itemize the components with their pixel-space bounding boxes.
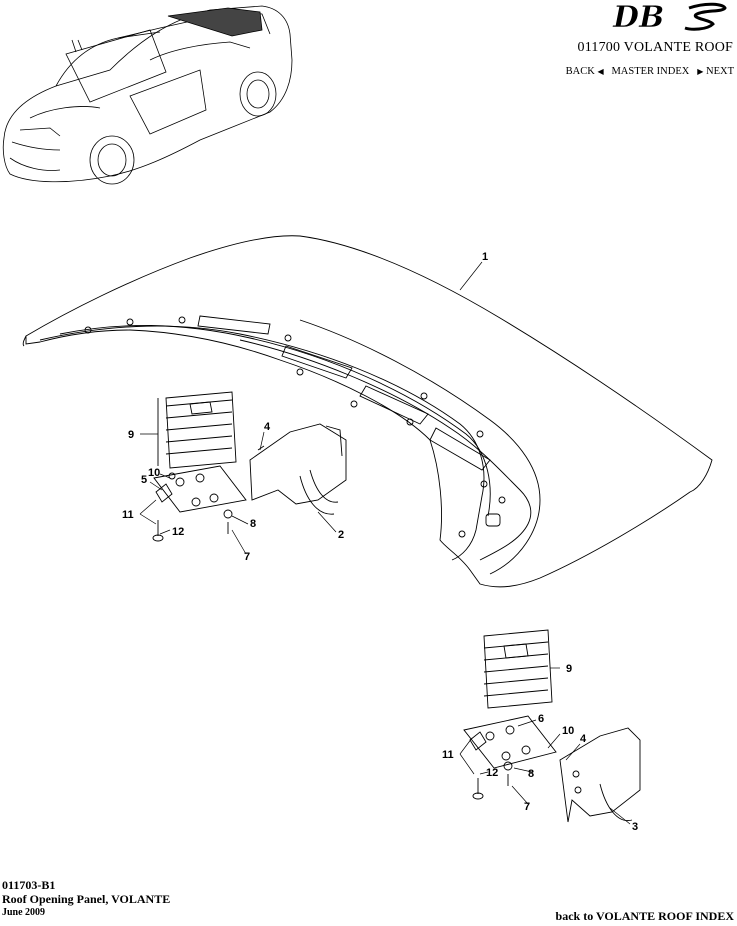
callout-4-upper: 4 (264, 421, 271, 433)
callout-11-upper: 11 (122, 509, 134, 521)
part-name: Roof Opening Panel, VOLANTE (2, 892, 171, 906)
callout-9-lower: 9 (566, 663, 572, 675)
callout-1: 1 (482, 251, 488, 263)
callout-6: 6 (538, 713, 544, 725)
next-arrow-icon: ▶ (697, 67, 704, 76)
master-index-link[interactable]: MASTER INDEX (611, 66, 690, 77)
exploded-parts-diagram: 1 2 3 4 4 5 6 7 7 8 8 9 9 10 10 11 11 12… (22, 235, 713, 833)
car-illustration (2, 5, 293, 185)
lower-hinge-assembly (463, 629, 641, 823)
section-title: 011700 VOLANTE ROOF (577, 40, 733, 55)
back-link[interactable]: BACK ◀ (565, 66, 604, 77)
callout-8-upper: 8 (250, 518, 256, 530)
callout-2: 2 (338, 529, 344, 541)
footer-info: 011703-B1 Roof Opening Panel, VOLANTE Ju… (2, 878, 170, 920)
callout-12-upper: 12 (172, 526, 184, 538)
callout-7-lower: 7 (524, 801, 530, 813)
callout-3: 3 (632, 821, 638, 833)
callout-10-lower: 10 (562, 725, 574, 737)
publication-date: June 2009 (2, 907, 46, 918)
callout-12-lower: 12 (486, 767, 498, 779)
callout-10-upper: 10 (148, 467, 160, 479)
callout-leaders (139, 261, 631, 825)
callout-7-upper: 7 (244, 551, 250, 563)
part-number: 011703-B1 (2, 878, 56, 892)
next-link[interactable]: ▶ NEXT (697, 66, 734, 77)
callout-8-lower: 8 (528, 768, 534, 780)
svg-text:DB: DB (612, 0, 664, 34)
callout-5: 5 (141, 474, 147, 486)
back-arrow-icon: ◀ (597, 67, 604, 76)
upper-hinge-assembly (152, 391, 347, 542)
nav-bar: BACK ◀ MASTER INDEX ▶ NEXT (566, 66, 734, 77)
back-to-index-link[interactable]: back to VOLANTE ROOF INDEX (555, 909, 734, 923)
roof-panel-part (22, 235, 713, 588)
dbs-logo: DB (612, 0, 727, 34)
callout-4-lower: 4 (580, 733, 587, 745)
callout-11-lower: 11 (442, 749, 454, 761)
callout-9-upper: 9 (128, 429, 134, 441)
